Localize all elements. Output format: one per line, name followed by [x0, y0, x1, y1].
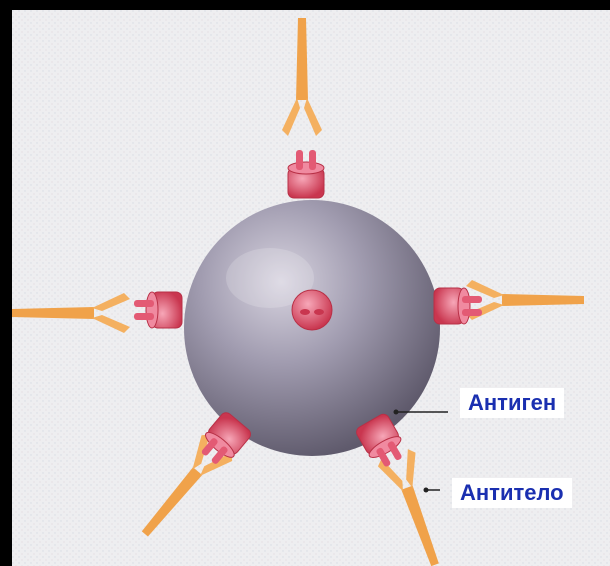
antigen-front	[292, 290, 332, 330]
antibody-label: Антитело	[452, 478, 572, 508]
diagram-panel: Антиген Антитело	[12, 10, 610, 566]
antigen-pointer-dot	[394, 410, 399, 415]
antibody-pointer-dot	[424, 488, 429, 493]
antigen-label: Антиген	[460, 388, 564, 418]
